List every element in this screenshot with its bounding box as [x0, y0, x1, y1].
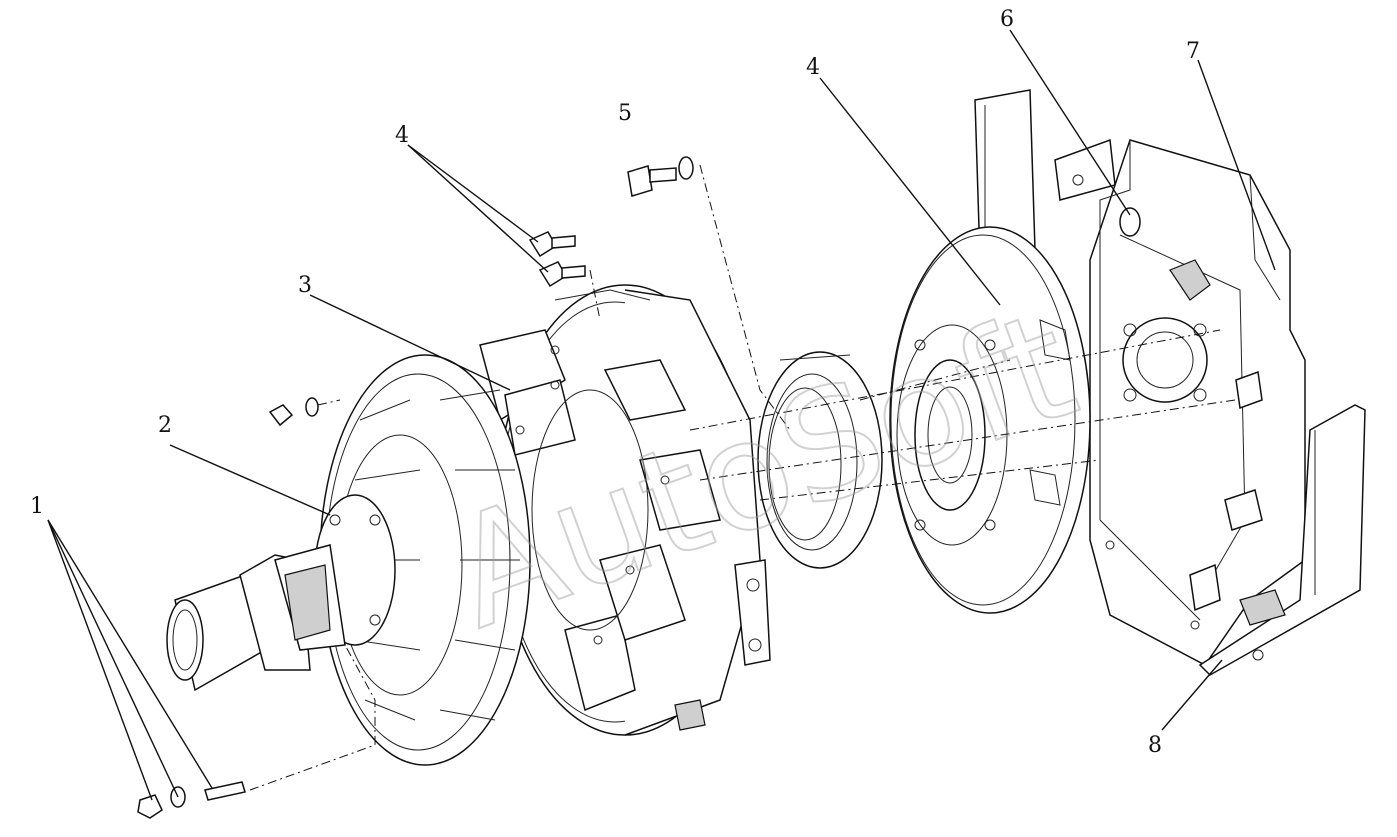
flywheel-disc: [889, 89, 1091, 614]
callout-labels: 1 2 3 4 4 5 6 7 8: [30, 7, 1200, 758]
callout-4-left: 4: [395, 123, 409, 148]
callout-2: 2: [158, 413, 172, 438]
callout-1: 1: [30, 494, 44, 519]
adapter-ring: [757, 351, 883, 569]
callout-7: 7: [1186, 39, 1200, 64]
callout-5: 5: [618, 101, 632, 126]
callout-8: 8: [1148, 733, 1162, 758]
guard-plate: [1198, 404, 1366, 676]
assembly-centerlines: [249, 164, 1236, 791]
callout-6: 6: [1000, 7, 1014, 32]
housing-bracket: [1054, 138, 1306, 666]
callout-4-right: 4: [806, 55, 820, 80]
callout-3: 3: [298, 273, 312, 298]
drive-shaft-yoke: [166, 544, 346, 692]
fasteners: [137, 156, 1141, 819]
clutch-pressure-assembly: [479, 284, 771, 736]
leader-lines: [47, 29, 1276, 801]
